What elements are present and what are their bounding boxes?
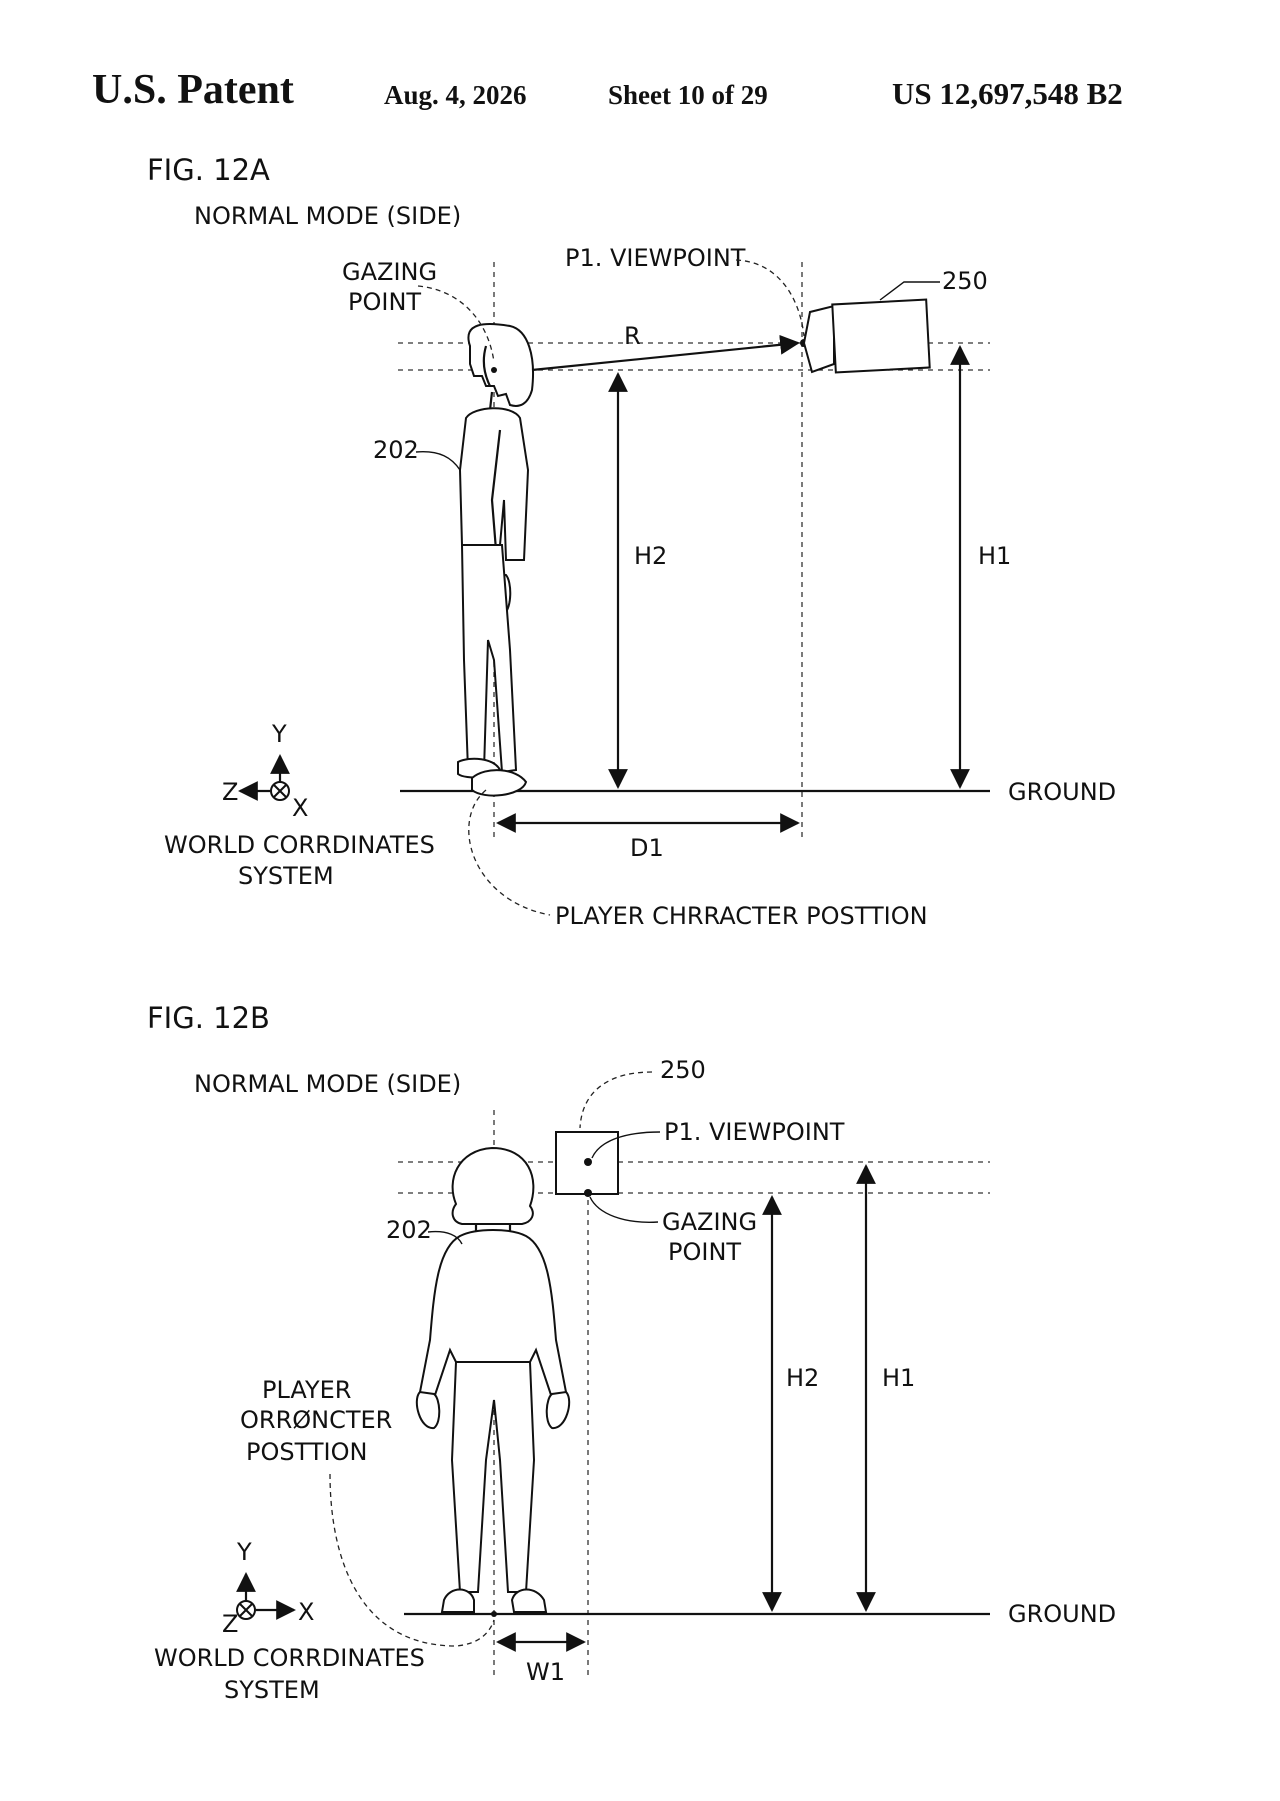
ground-label: GROUND: [1008, 778, 1116, 806]
coordinate-axes-12b: Y Z X: [222, 1538, 314, 1638]
gazing-point-label-2: POINT: [348, 288, 421, 316]
camera-ref-label-b: 250: [660, 1056, 706, 1084]
camera-ref-label: 250: [942, 267, 988, 295]
coordinate-axes-12a: Y Z X: [222, 720, 308, 822]
gazing-point-dot: [491, 367, 497, 373]
player-position-label-b3: POSTTION: [246, 1438, 367, 1466]
patent-title: U.S. Patent: [92, 67, 294, 113]
coords-label-1: WORLD CORRDINATES: [164, 831, 435, 859]
gazing-point-leader-b: [589, 1196, 659, 1223]
fig-12b-label: FIG. 12B: [147, 1001, 270, 1035]
gazing-point-label-b2: POINT: [668, 1238, 741, 1266]
gazing-point-label-1: GAZING: [342, 258, 437, 286]
player-position-label: PLAYER CHRRACTER POSTTION: [555, 902, 928, 930]
patent-date: Aug. 4, 2026: [384, 80, 527, 110]
w1-label: W1: [526, 1658, 565, 1686]
player-position-label-b1: PLAYER: [262, 1376, 351, 1404]
character-ref-label-b: 202: [386, 1216, 432, 1244]
player-position-leader: [468, 789, 551, 916]
axis-x-label-b: X: [298, 1598, 314, 1626]
character-ref-label: 202: [373, 436, 419, 464]
viewpoint-label: P1. VIEWPOINT: [565, 244, 746, 272]
player-character-side: [457, 323, 534, 797]
player-position-leader-b: [329, 1473, 495, 1647]
figure-12a: FIG. 12A NORMAL MODE (SIDE) GROUND R: [147, 153, 1116, 930]
camera-leader-b: [579, 1071, 653, 1129]
fig-12b-mode: NORMAL MODE (SIDE): [194, 1070, 461, 1098]
coords-label-2: SYSTEM: [238, 862, 334, 890]
gazing-point-leader: [417, 285, 495, 363]
character-leader: [415, 451, 461, 471]
player-character-front: [415, 1146, 571, 1613]
ground-label-b: GROUND: [1008, 1600, 1116, 1628]
coords-label-b1: WORLD CORRDINATES: [154, 1644, 425, 1672]
fig-12a-mode: NORMAL MODE (SIDE): [194, 202, 461, 230]
r-label: R: [624, 322, 641, 350]
player-position-dot-b: [491, 1611, 497, 1617]
gazing-point-label-b1: GAZING: [662, 1208, 757, 1236]
viewpoint-label-b: P1. VIEWPOINT: [664, 1118, 845, 1146]
figure-12b: FIG. 12B NORMAL MODE (SIDE) GROUND 250: [147, 1001, 1116, 1704]
axis-y-label: Y: [271, 720, 287, 748]
viewpoint-leader-b: [591, 1131, 661, 1159]
camera-leader: [879, 281, 940, 301]
h2-label: H2: [634, 542, 667, 570]
h1-label-b: H1: [882, 1364, 915, 1392]
d1-label: D1: [630, 834, 664, 862]
patent-number: US 12,697,548 B2: [892, 76, 1123, 111]
player-position-label-b2: ORRØNCTER: [240, 1406, 392, 1434]
character-leader-b: [427, 1230, 463, 1245]
coords-label-b2: SYSTEM: [224, 1676, 320, 1704]
viewpoint-dot-b: [584, 1158, 592, 1166]
viewpoint-leader: [735, 259, 805, 337]
axis-z-label-b: Z: [222, 1610, 238, 1638]
camera-side: [802, 298, 931, 374]
h1-label: H1: [978, 542, 1011, 570]
fig-12a-label: FIG. 12A: [147, 153, 270, 187]
axis-z-label: Z: [222, 778, 238, 806]
gazing-point-dot-b: [584, 1189, 592, 1197]
axis-x-label: X: [292, 794, 308, 822]
h2-label-b: H2: [786, 1364, 819, 1392]
sheet-number: Sheet 10 of 29: [608, 80, 768, 110]
axis-y-label-b: Y: [236, 1538, 252, 1566]
sight-line-r: [531, 334, 800, 372]
